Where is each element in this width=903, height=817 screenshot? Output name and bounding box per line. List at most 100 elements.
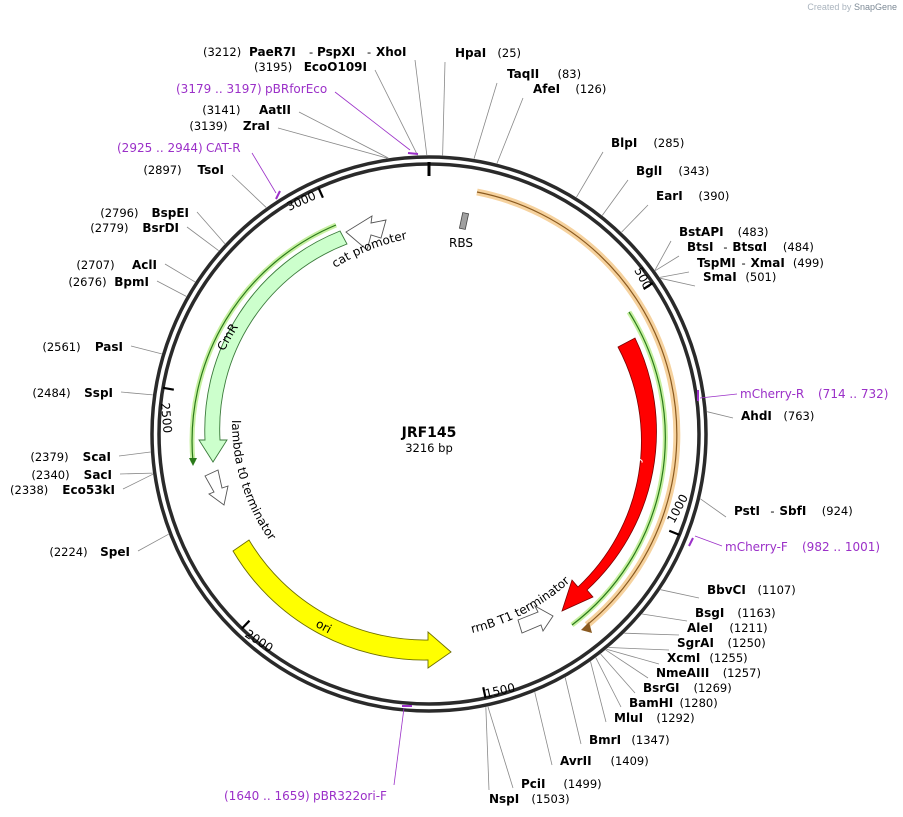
enzyme-bbvci-pos: (1107) [758,583,796,597]
enzyme-ecoo109i[interactable]: EcoO109I(3195) [254,60,367,74]
enzyme-spei-name: SpeI [100,545,130,559]
tick-label-2500: 2500 [158,402,175,434]
enzyme-avrii[interactable]: AvrII(1409) [560,754,649,768]
enzyme-hpai[interactable]: HpaI(25) [455,46,521,60]
plasmid-size: 3216 bp [405,441,453,455]
enzyme-saci-name: SacI [84,468,112,482]
enzyme-blpi[interactable]: BlpI(285) [611,136,684,150]
tick-label-3000: 3000 [285,189,319,214]
enzyme-spei[interactable]: SpeI(2224) [49,545,130,559]
enzyme-tspmi-pos: (499) [793,256,824,270]
enzyme-mlui-name: MluI [614,711,643,725]
leader-bsrgi [600,653,636,694]
enzyme-scai[interactable]: ScaI(2379) [30,450,111,464]
leader-bbvci [660,589,700,599]
enzyme-acli[interactable]: AclI (2707) [76,258,157,272]
enzyme-tspmi-name: TspMI [697,256,736,270]
leader-ecoo109i [374,69,418,156]
enzyme-xcmi[interactable]: XcmI(1255) [667,651,748,665]
enzyme-sspi[interactable]: SspI(2484) [32,386,113,400]
enzyme-bbvci-name: BbvCI [707,583,746,597]
enzyme-aatii[interactable]: AatII (3141) [202,103,291,117]
enzyme-pasi-pos: (2561) [42,340,80,354]
enzyme-bspei[interactable]: BspEI(2796) [100,206,189,220]
enzyme-nmeaiii-pos: (1257) [723,666,761,680]
catp-feature [345,215,387,251]
enzyme-mlui[interactable]: MluI(1292) [614,711,695,725]
primer-pbr322ori-f[interactable]: (1640 .. 1659) pBR322ori-F [224,705,412,803]
enzyme-saci[interactable]: SacI(2340) [31,468,112,482]
enzyme-taqii-pos: (83) [558,67,582,81]
enzyme-nspi-name: NspI [489,792,519,806]
enzyme-tsoi[interactable]: TsoI(2897) [143,163,224,177]
enzyme-taqii[interactable]: TaqII(83) [507,67,581,81]
enzyme-bpmi-name: BpmI [114,275,149,289]
enzyme-aatii-name: AatII [259,103,291,117]
enzyme-pasi[interactable]: PasI(2561) [42,340,123,354]
primer-pbrforeco-mark [407,152,419,155]
enzyme-acli-pos: (2707) [76,258,114,272]
enzyme-pcii-name: PciI [521,777,546,791]
enzyme-bamhi-pos: (1280) [680,696,718,710]
enzyme-paer7i-pos: (3212) [203,45,241,59]
enzyme-zrai[interactable]: ZraI(3139) [189,119,270,133]
enzyme-nspi[interactable]: NspI(1503) [489,792,570,806]
enzyme-bmri-name: BmrI [589,733,621,747]
enzyme-tspmi-sep: - [742,256,746,270]
enzyme-xcmi-name: XcmI [667,651,700,665]
enzyme-bstapi[interactable]: BstAPI(483) [679,225,769,239]
enzyme-layer: HpaI(25) TaqII(83)AfeI(126) BlpI(285) BglI(… [10,45,853,806]
primer-cat-r[interactable]: (2925 .. 2944) CAT-R [117,141,281,200]
enzyme-sgrai-pos: (1250) [728,636,766,650]
primer-mcherry-f[interactable]: mCherry-F (982 .. 1001) [688,535,880,554]
enzyme-bgli[interactable]: BglI(343) [636,164,709,178]
enzyme-smai[interactable]: SmaI(501) [703,270,776,284]
enzyme-psti-name: PstI [734,504,760,518]
primer-mcherry-r[interactable]: mCherry-R (714 .. 732) [697,387,888,401]
enzyme-eari[interactable]: EarI(390) [656,189,729,203]
enzyme-psti[interactable]: PstI-SbfI(924) [734,504,853,518]
tick-mark-500 [643,281,654,290]
enzyme-zrai-name: ZraI [243,119,270,133]
enzyme-tspmi[interactable]: TspMI-XmaI(499) [697,256,824,270]
enzyme-paer7i-sep1: - [309,45,313,59]
enzyme-nmeaiii-name: NmeAIII [656,666,709,680]
leader-pasi [130,345,162,355]
enzyme-nmeaiii[interactable]: NmeAIII (1257) [656,666,761,680]
primer-pbrforeco[interactable]: (3179 .. 3197) pBRforEco [176,82,419,155]
ori-feature [232,539,452,669]
enzyme-paer7i[interactable]: (3212)PaeR7I-PspXI-XhoI [203,45,407,59]
enzyme-alei-name: AleI [687,621,713,635]
enzyme-bstapi-pos: (483) [738,225,769,239]
enzyme-bsrgi[interactable]: BsrGI(1269) [643,681,732,695]
backbone [150,155,708,713]
cmr-cds-line [191,224,337,463]
enzyme-alei[interactable]: AleI(1211) [687,621,768,635]
primers: mCherry-R (714 .. 732) mCherry-F (982 ..… [117,82,888,803]
enzyme-bbvci[interactable]: BbvCI (1107) [707,583,796,597]
enzyme-bpmi[interactable]: BpmI(2676) [68,275,149,289]
enzyme-aatii-pos: (3141) [202,103,240,117]
enzyme-ahdi-pos: (763) [783,409,814,423]
enzyme-bamhi[interactable]: BamHI(1280) [629,696,718,710]
enzyme-ahdi[interactable]: AhdI(763) [741,409,814,423]
enzyme-bsgi[interactable]: BsgI(1163) [695,606,776,620]
enzyme-bsrdi[interactable]: BsrDI(2779) [90,221,179,235]
enzyme-eco53ki[interactable]: Eco53kI(2338) [10,483,115,497]
enzyme-sgrai[interactable]: SgrAI(1250) [677,636,766,650]
enzyme-acli-name: AclI [132,258,157,272]
primer-pbr322ori-f-name: pBR322ori-F [313,789,387,803]
enzyme-bmri[interactable]: BmrI(1347) [589,733,670,747]
enzyme-pcii-pos: (1499) [563,777,601,791]
enzyme-afei[interactable]: AfeI(126) [533,82,606,96]
enzyme-pcii[interactable]: PciI (1499) [521,777,602,791]
enzyme-btsi-name2: BtsαI [732,240,767,254]
enzyme-afei-name: AfeI [533,82,560,96]
enzyme-btsi[interactable]: BtsI-BtsαI(484) [687,240,814,254]
lambda-feature [204,469,229,506]
leader-aatii [298,111,389,159]
primer-mcherry-f-mark [688,537,694,547]
primer-mcherry-r-range: (714 .. 732) [818,387,888,401]
leader-bspei [196,211,226,245]
leader-bamhi [595,657,622,708]
